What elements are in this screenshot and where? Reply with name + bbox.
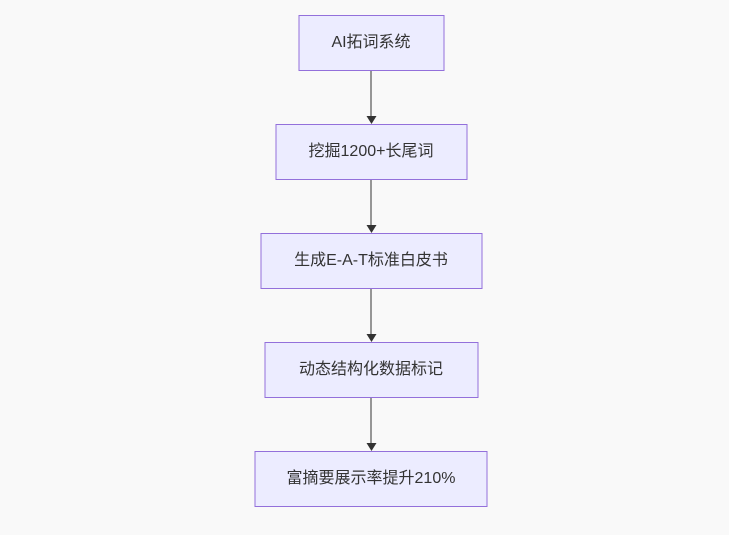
- node-label: 动态结构化数据标记: [298, 361, 443, 378]
- flow-node-structured-data-markup: 动态结构化数据标记: [264, 342, 478, 398]
- node-label: AI拓词系统: [331, 34, 411, 51]
- arrow-down-icon: [366, 225, 376, 233]
- arrow-line: [370, 71, 372, 116]
- arrow-down-icon: [366, 116, 376, 124]
- flow-node-longtail-mining: 挖掘1200+长尾词: [275, 124, 467, 180]
- flow-arrow: [366, 289, 376, 342]
- flowchart-canvas: AI拓词系统 挖掘1200+长尾词 生成E-A-T标准白皮书 动态结构化数据标记…: [254, 15, 488, 507]
- flow-node-rich-snippet-result: 富摘要展示率提升210%: [254, 451, 488, 507]
- flow-arrow: [366, 398, 376, 451]
- node-label: 富摘要展示率提升210%: [286, 470, 456, 487]
- arrow-line: [370, 398, 372, 443]
- flow-node-ai-keyword-system: AI拓词系统: [298, 15, 444, 71]
- flow-node-eat-whitepaper: 生成E-A-T标准白皮书: [260, 233, 482, 289]
- arrow-down-icon: [366, 443, 376, 451]
- arrow-down-icon: [366, 334, 376, 342]
- arrow-line: [370, 180, 372, 225]
- node-label: 挖掘1200+长尾词: [308, 143, 434, 160]
- node-label: 生成E-A-T标准白皮书: [294, 252, 448, 269]
- arrow-line: [370, 289, 372, 334]
- flow-arrow: [366, 180, 376, 233]
- flow-arrow: [366, 71, 376, 124]
